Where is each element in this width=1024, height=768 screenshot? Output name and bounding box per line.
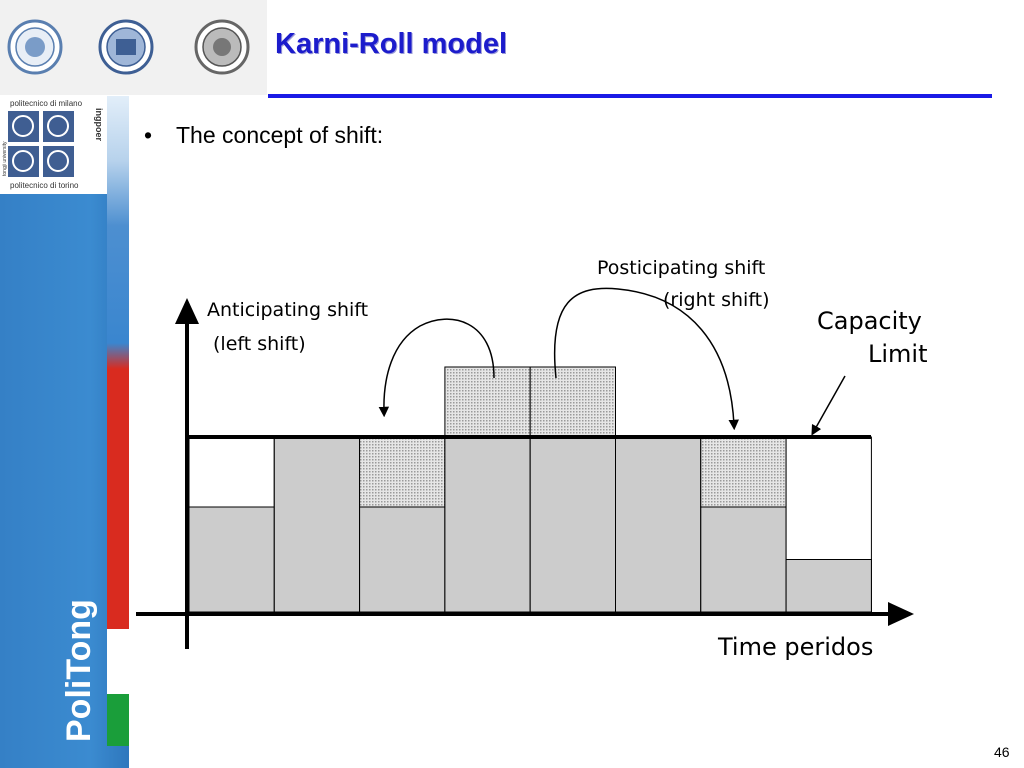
- excess-demand-block: [529, 366, 617, 438]
- university-seal-2-icon: [98, 19, 154, 75]
- anticipating-shift-arrow: [378, 318, 495, 418]
- period-base-bar: [188, 506, 275, 613]
- university-seal-3-icon: [194, 19, 250, 75]
- partner-universities-logo-icon: politecnico di milano politecnico di tor…: [2, 99, 104, 190]
- y-axis-arrowhead: [175, 298, 199, 324]
- period-base-bar: [273, 436, 361, 613]
- page-number: 46: [994, 744, 1010, 760]
- shifted-in-block: [359, 436, 446, 508]
- sidebar-logo: politecnico di milano politecnico di tor…: [0, 96, 107, 194]
- logo-text-tongji: tongji university: [2, 141, 8, 176]
- posticipating-shift-arrow: [553, 287, 739, 431]
- x-axis-label: Time peridos: [717, 633, 873, 661]
- shifted-in-block: [700, 436, 787, 508]
- x-axis-arrowhead: [888, 602, 914, 626]
- period-base-bar: [785, 559, 872, 613]
- logo-text-torino: politecnico di torino: [10, 181, 79, 190]
- capacity-limit-pointer-arrow: [811, 375, 846, 436]
- left-shift-label: (left shift): [213, 333, 306, 355]
- period-base-bar: [444, 436, 531, 613]
- period-bars: [188, 366, 872, 613]
- right-shift-label: (right shift): [663, 289, 770, 311]
- slide-title: Karni-Roll model: [275, 28, 508, 60]
- limit-label: Limit: [868, 340, 928, 368]
- period-base-bar: [359, 506, 446, 613]
- excess-demand-block: [444, 366, 531, 438]
- bullet-text: The concept of shift:: [176, 122, 384, 148]
- logo-text-ingpoer: ingpoer: [94, 108, 104, 141]
- university-seal-1-icon: [7, 19, 63, 75]
- bullet-marker: •: [144, 122, 153, 148]
- header-logo-area: [0, 0, 267, 95]
- capacity-label: Capacity: [817, 307, 922, 335]
- sidebar-color-strip: [107, 96, 129, 746]
- period-base-bar: [615, 436, 702, 613]
- anticipating-shift-label: Anticipating shift: [207, 299, 368, 321]
- logo-text-milano: politecnico di milano: [10, 99, 83, 108]
- posticipating-shift-label: Posticipating shift: [597, 257, 765, 279]
- title-divider: [268, 94, 992, 98]
- period-base-bar: [529, 436, 617, 613]
- period-base-bar: [700, 506, 787, 613]
